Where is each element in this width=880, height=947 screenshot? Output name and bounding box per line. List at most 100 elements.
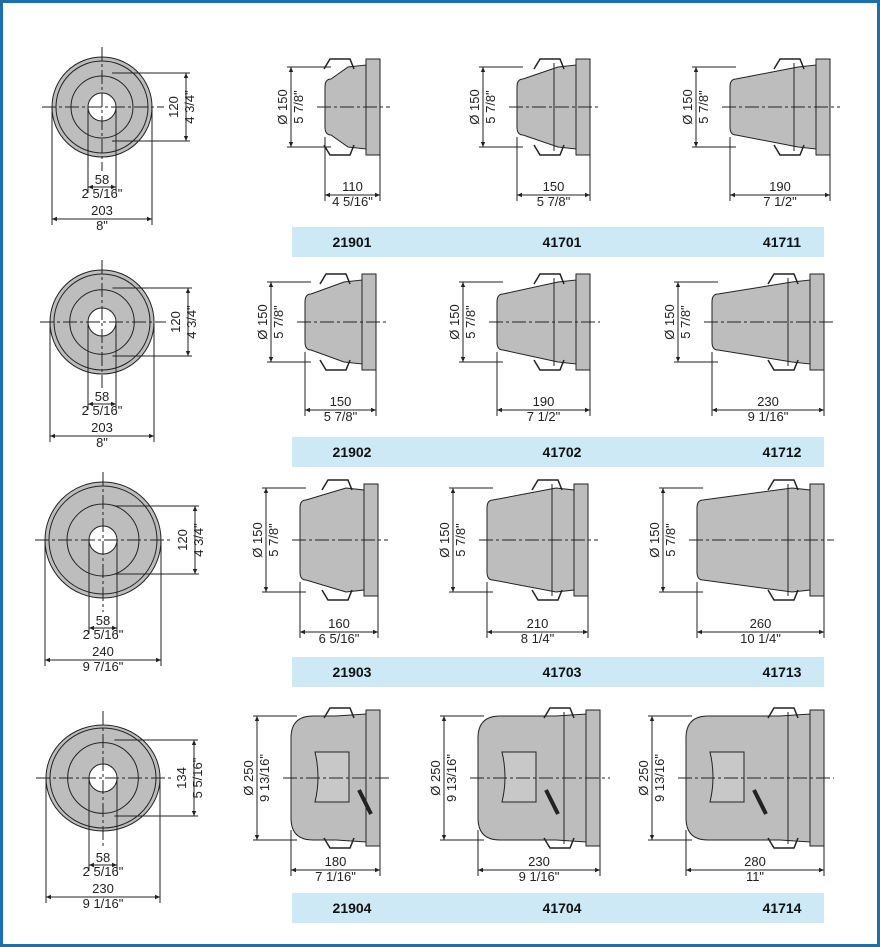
dimension-label: 230 xyxy=(528,854,550,869)
dimension-label: 5 7/8" xyxy=(483,90,498,124)
clamp-bottom xyxy=(323,837,355,849)
arrow-head xyxy=(441,716,447,721)
arrow-head xyxy=(693,142,699,147)
arrow-head xyxy=(375,192,380,198)
product-code: 21902 xyxy=(333,444,372,460)
dimension-label: 120 xyxy=(166,96,181,118)
arrow-head xyxy=(183,73,189,78)
arrow-head xyxy=(693,67,699,72)
arrow-head xyxy=(497,407,502,413)
lever-handle xyxy=(752,789,768,815)
arrow-head xyxy=(185,288,191,293)
clamp-top xyxy=(321,479,353,491)
dimension-label: 5 7/8" xyxy=(271,305,286,339)
dimension-label: 58 xyxy=(95,389,109,404)
dimension-label: 9 1/16" xyxy=(83,896,124,911)
arrow-head xyxy=(155,894,160,900)
dimension-label: 150 xyxy=(330,394,352,409)
arrow-head xyxy=(819,629,824,635)
dimension-label: 4 3/4" xyxy=(184,305,199,339)
dimension-label: 58 xyxy=(96,613,110,628)
dimension-label: 110 xyxy=(342,179,363,194)
clamp-bottom xyxy=(767,837,799,849)
arrow-head xyxy=(460,282,466,287)
product-code: 41714 xyxy=(763,900,802,916)
dimension-label: Ø 250 xyxy=(428,760,443,795)
clamp-bottom xyxy=(767,589,799,601)
arrow-head xyxy=(254,716,260,721)
arrow-head xyxy=(441,835,447,840)
fitting-body xyxy=(516,64,577,150)
arrow-head xyxy=(825,192,830,198)
dimension-label: 180 xyxy=(325,854,347,869)
dimension-label: Ø 150 xyxy=(680,89,695,124)
arrow-head xyxy=(819,407,824,413)
dimension-label: Ø 250 xyxy=(241,760,256,795)
dimension-label: 120 xyxy=(168,311,183,333)
arrow-head xyxy=(156,657,161,663)
arrow-head xyxy=(88,401,93,407)
arrow-head xyxy=(478,867,483,873)
product-code: 21903 xyxy=(333,664,372,680)
dimension-label: 2 5/16" xyxy=(82,403,123,418)
dimension-label: 230 xyxy=(92,881,114,896)
arrow-head xyxy=(191,811,197,816)
dimension-label: 6 5/16" xyxy=(319,631,360,646)
dimension-label: 5 7/8" xyxy=(453,523,468,557)
lever-handle xyxy=(357,789,373,815)
arrow-head xyxy=(112,625,117,631)
arrow-head xyxy=(517,192,522,198)
arrow-head xyxy=(191,740,197,745)
clamp-bottom xyxy=(543,837,575,849)
product-code: 41712 xyxy=(763,444,802,460)
arrow-head xyxy=(111,184,116,190)
dimension-label: Ø 150 xyxy=(250,522,265,557)
product-code-band xyxy=(292,893,824,923)
arrow-head xyxy=(649,835,655,840)
clamp-bottom xyxy=(319,359,351,371)
dimension-label: Ø 150 xyxy=(255,304,270,339)
clamp-top xyxy=(773,58,805,70)
clamp-bottom xyxy=(767,359,799,371)
dimension-label: 4 5/16" xyxy=(332,194,373,209)
product-code: 41704 xyxy=(543,900,582,916)
product-code: 21904 xyxy=(333,900,372,916)
arrow-head xyxy=(45,657,50,663)
clamp-bottom xyxy=(533,359,565,371)
dimension-label: 120 xyxy=(175,529,190,551)
clamp-top xyxy=(323,58,355,70)
dimension-label: 5 5/16" xyxy=(190,757,205,798)
arrow-head xyxy=(660,488,666,493)
dimension-label: 9 1/16" xyxy=(519,869,560,884)
arrow-head xyxy=(480,142,486,147)
arrow-head xyxy=(712,407,717,413)
arrow-head xyxy=(487,629,492,635)
dimension-label: 7 1/16" xyxy=(315,869,356,884)
dimension-label: 190 xyxy=(533,394,555,409)
dimension-label: 10 1/4" xyxy=(740,631,781,646)
dimension-label: 5 7/8" xyxy=(537,194,571,209)
dimension-label: 203 xyxy=(91,420,113,435)
arrow-head xyxy=(149,433,154,439)
dimension-label: 190 xyxy=(769,179,791,194)
arrow-head xyxy=(183,136,189,141)
arrow-head xyxy=(583,629,588,635)
arrow-head xyxy=(147,216,152,222)
clamp-top xyxy=(543,707,575,719)
product-code: 41711 xyxy=(763,234,801,250)
clamp-bottom xyxy=(531,589,563,601)
arrow-head xyxy=(192,506,198,511)
arrow-head xyxy=(585,407,590,413)
